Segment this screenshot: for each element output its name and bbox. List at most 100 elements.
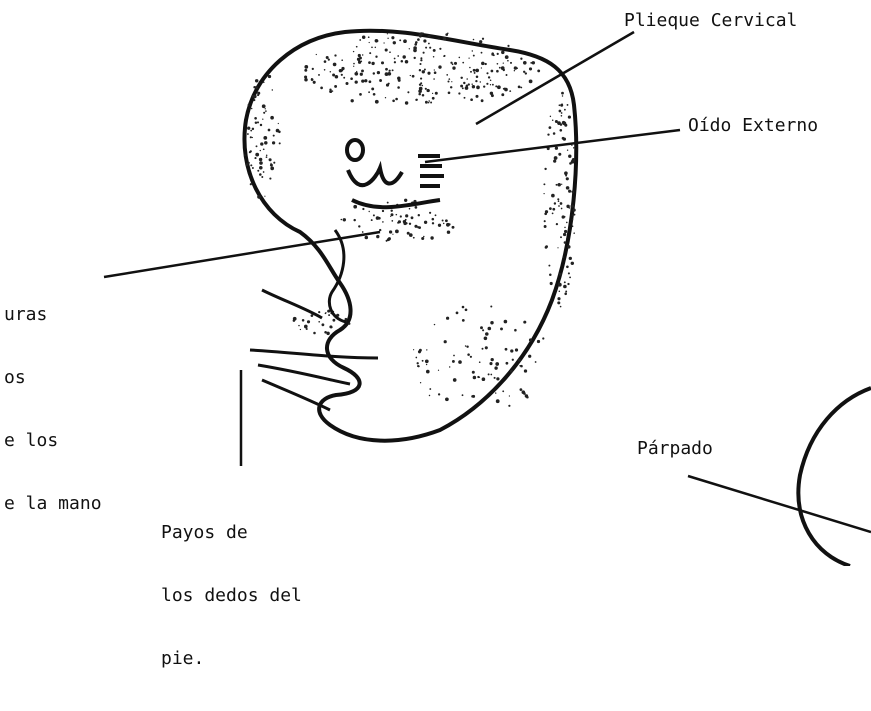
stipple-dot bbox=[507, 60, 509, 62]
stipple-dot bbox=[244, 154, 246, 156]
stipple-dot bbox=[364, 79, 367, 82]
stipple-dot bbox=[544, 168, 546, 170]
stipple-dot bbox=[472, 395, 475, 398]
stipple-dot bbox=[250, 183, 252, 185]
stipple-dot bbox=[482, 38, 484, 40]
stipple-dot bbox=[565, 175, 567, 177]
stipple-dot bbox=[477, 376, 479, 378]
stipple-dot bbox=[433, 78, 435, 80]
stipple-dot bbox=[563, 257, 564, 258]
stipple-dot bbox=[415, 99, 417, 101]
stipple-dot bbox=[560, 236, 562, 238]
stipple-dot bbox=[558, 205, 560, 207]
stipple-dot bbox=[510, 349, 513, 352]
stipple-dot bbox=[418, 350, 421, 353]
stipple-dot bbox=[412, 75, 415, 78]
stipple-dot bbox=[423, 39, 426, 42]
label-oido-externo: Oído Externo bbox=[688, 115, 818, 136]
stipple-dot bbox=[269, 158, 272, 161]
stipple-dot bbox=[356, 46, 358, 48]
stipple-dot bbox=[348, 323, 350, 325]
stipple-dot bbox=[529, 67, 532, 70]
stipple-dot bbox=[383, 42, 384, 43]
stipple-dot bbox=[495, 362, 499, 366]
label-line: e los bbox=[4, 430, 102, 451]
stipple-dot bbox=[430, 236, 433, 239]
stipple-dot bbox=[572, 219, 574, 221]
stipple-dot bbox=[561, 184, 562, 185]
stipple-dot bbox=[252, 128, 254, 130]
stipple-dot bbox=[368, 61, 371, 64]
stipple-dot bbox=[472, 85, 475, 88]
stipple-dot bbox=[558, 153, 561, 156]
stipple-dot bbox=[263, 112, 265, 114]
stipple-dot bbox=[318, 321, 320, 323]
stipple-dot bbox=[270, 167, 274, 171]
stipple-dot bbox=[248, 127, 250, 129]
stipple-dot bbox=[425, 47, 427, 49]
stipple-dot bbox=[417, 226, 419, 228]
stipple-dot bbox=[486, 83, 488, 85]
stipple-dot bbox=[491, 94, 494, 97]
stipple-dot bbox=[466, 346, 468, 348]
stipple-dot bbox=[559, 291, 561, 293]
stipple-dot bbox=[300, 329, 301, 330]
stipple-dot bbox=[543, 193, 544, 194]
stipple-dot bbox=[465, 308, 468, 311]
stipple-dot bbox=[469, 67, 471, 69]
stipple-dot bbox=[328, 58, 330, 60]
stipple-dot bbox=[422, 360, 424, 362]
stipple-dot bbox=[400, 215, 402, 217]
stipple-dot bbox=[507, 45, 509, 47]
stipple-dot bbox=[566, 222, 568, 224]
stipple-dot bbox=[312, 68, 314, 70]
stipple-dot bbox=[417, 38, 420, 41]
stipple-dot bbox=[569, 276, 571, 278]
stipple-dot bbox=[418, 89, 422, 93]
stipple-dot bbox=[483, 85, 485, 87]
stipple-dot bbox=[510, 62, 512, 64]
stipple-dot bbox=[359, 93, 362, 96]
stipple-dot bbox=[452, 360, 455, 363]
stipple-dot bbox=[443, 55, 445, 57]
label-plieque-cervical: Plieque Cervical bbox=[624, 10, 797, 31]
stipple-dot bbox=[265, 110, 267, 112]
stipple-dot bbox=[419, 83, 421, 85]
stipple-dot bbox=[401, 60, 404, 63]
stipple-dot bbox=[537, 69, 540, 72]
stipple-dot bbox=[423, 236, 425, 238]
stipple-dot bbox=[501, 93, 504, 96]
stipple-dot bbox=[332, 319, 335, 322]
stipple-dot bbox=[371, 219, 373, 221]
stipple-dot bbox=[547, 133, 549, 135]
stipple-dot bbox=[388, 70, 390, 72]
stipple-dot bbox=[270, 116, 274, 120]
stipple-dot bbox=[499, 67, 501, 69]
stipple-dot bbox=[331, 326, 333, 328]
stipple-dot bbox=[255, 79, 258, 82]
stipple-dot bbox=[560, 123, 563, 126]
stipple-dot bbox=[573, 214, 575, 216]
stipple-dot bbox=[304, 325, 308, 329]
stipple-dot bbox=[570, 190, 571, 191]
stipple-dot bbox=[447, 32, 449, 34]
stipple-dot bbox=[405, 214, 408, 217]
stipple-dot bbox=[545, 246, 548, 249]
stipple-dot bbox=[356, 71, 357, 72]
stipple-dot bbox=[251, 108, 253, 110]
stipple-dot bbox=[481, 62, 485, 66]
stipple-dot bbox=[318, 311, 320, 313]
stipple-dot bbox=[561, 103, 563, 105]
stipple-dot bbox=[259, 161, 263, 165]
stipple-dot bbox=[362, 54, 363, 55]
stipple-dot bbox=[261, 176, 263, 178]
stipple-dot bbox=[334, 85, 337, 88]
stipple-dot bbox=[509, 395, 510, 396]
stipple-dot bbox=[454, 62, 457, 65]
stipple-dot bbox=[371, 62, 374, 65]
stipple-dot bbox=[558, 282, 560, 284]
stipple-dot bbox=[529, 80, 533, 84]
stipple-dot bbox=[564, 281, 566, 283]
stipple-dot bbox=[353, 205, 357, 209]
stipple-dot bbox=[571, 262, 574, 265]
